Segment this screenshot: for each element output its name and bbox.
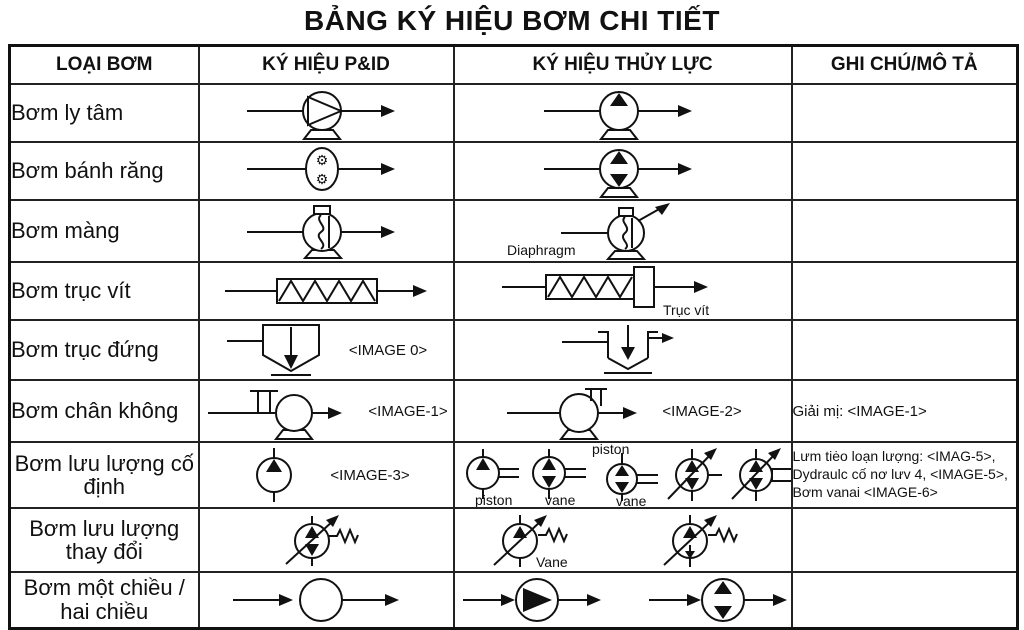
vacuum-pump-pid-symbol bbox=[208, 390, 343, 440]
row-variable-displacement-pump: Bơm lưu lượng thay đổi Vane bbox=[8, 507, 1019, 573]
centrifugal-pump-hydraulic-symbol bbox=[543, 91, 692, 140]
row-centrifugal-pump: Bơm ly tâm bbox=[8, 83, 1019, 143]
pump-type-label: Bơm trục vít bbox=[8, 261, 200, 321]
header-row: LOẠI BƠM KÝ HIỆU P&ID KÝ HIỆU THỦY LỰC G… bbox=[8, 44, 1019, 85]
notes-cell bbox=[790, 199, 1019, 263]
row-fixed-displacement-pump: Bơm lưu lượng cố định <IMAGE-3> piston bbox=[8, 441, 1019, 509]
notes-cell bbox=[790, 319, 1019, 381]
variable-piston-pump-symbol bbox=[662, 515, 738, 567]
variable-vane-pump-symbol: Vane bbox=[492, 515, 568, 570]
vane-label: Vane bbox=[536, 554, 568, 570]
notes-line: Dydraulc cố nơ lưv 4, <IMAGE-5>, bbox=[792, 466, 1008, 483]
fixed-displacement-pump-pid-symbol bbox=[256, 448, 293, 502]
row-vacuum-pump: Bơm chân không <IMAGE-1> <IMAGE-2> Gi bbox=[8, 379, 1019, 443]
image-placeholder: <IMAGE 0> bbox=[348, 341, 428, 359]
header-pid-symbol: KÝ HIỆU P&ID bbox=[197, 44, 455, 85]
pump-type-label: Bơm lưu lượng cố định bbox=[8, 441, 200, 509]
vertical-pump-pid-symbol bbox=[226, 324, 320, 376]
piston-pump-symbol: piston bbox=[465, 449, 520, 507]
gear-icon: ⚙ bbox=[316, 171, 329, 187]
header-notes: GHI CHÚ/MÔ TẢ bbox=[790, 44, 1019, 85]
pump-type-label: Bơm một chiều / hai chiều bbox=[8, 571, 200, 629]
pump-type-label: Bơm bánh răng bbox=[8, 141, 200, 201]
one-way-pump-hydraulic-symbol bbox=[462, 577, 601, 622]
row-screw-pump: Bơm trục vít Trục vít bbox=[8, 261, 1019, 321]
notes-cell bbox=[790, 141, 1019, 201]
notes-cell: Lưm tiėo loạn lượng: <IMAG-5>, Dydraulc … bbox=[790, 441, 1019, 509]
image-placeholder: <IMAGE-3> bbox=[330, 466, 410, 484]
pump-type-label: Bơm lưu lượng thay đổi bbox=[8, 507, 200, 573]
image-placeholder: <IMAGE-1> bbox=[368, 402, 448, 420]
piston-label: piston bbox=[592, 443, 629, 457]
notes-cell bbox=[790, 571, 1019, 629]
diaphragm-pump-pid-symbol bbox=[247, 205, 395, 259]
two-way-pump-hydraulic-symbol bbox=[648, 577, 787, 622]
notes-cell bbox=[790, 83, 1019, 143]
piston-label: piston bbox=[475, 492, 512, 507]
row-vertical-pump: Bơm trục đứng <IMAGE 0> bbox=[8, 319, 1019, 381]
vane-pump-symbol: vane bbox=[532, 449, 587, 507]
variable-displacement-pump-pid-symbol bbox=[285, 515, 359, 566]
pump-type-label: Bơm chân không bbox=[8, 379, 200, 443]
one-way-pump-pid-symbol bbox=[233, 577, 399, 622]
notes-cell bbox=[790, 507, 1019, 573]
gear-icon: ⚙ bbox=[316, 152, 329, 168]
diaphragm-pump-hydraulic-symbol: Diaphragm bbox=[507, 203, 670, 260]
pump-type-label: Bơm ly tâm bbox=[8, 83, 200, 143]
gear-pump-pid-symbol: ⚙ ⚙ bbox=[247, 147, 395, 191]
diaphragm-label: Diaphragm bbox=[507, 242, 575, 258]
notes-cell bbox=[790, 261, 1019, 321]
centrifugal-pump-pid-symbol bbox=[247, 91, 395, 140]
image-placeholder: <IMAGE-2> bbox=[662, 402, 742, 420]
vane-label: vane bbox=[616, 493, 647, 507]
piston-vane-pump-symbol: piston vane bbox=[592, 443, 659, 507]
pump-symbol-table: LOẠI BƠM KÝ HIỆU P&ID KÝ HIỆU THỦY LỰC G… bbox=[8, 44, 1019, 630]
notes-line: Bơm vanai <IMAGE-6> bbox=[792, 483, 938, 500]
vane-label: vane bbox=[545, 492, 576, 507]
notes-cell: Giải mị: <IMAGE-1> bbox=[790, 379, 1019, 443]
header-hydraulic-symbol: KÝ HIỆU THỦY LỰC bbox=[452, 44, 793, 85]
screw-label: Trục vít bbox=[663, 302, 709, 318]
header-pump-type: LOẠI BƠM bbox=[8, 44, 200, 85]
screw-pump-hydraulic-symbol: Trục vít bbox=[501, 266, 709, 318]
row-one-way-two-way-pump: Bơm một chiều / hai chiều bbox=[8, 571, 1019, 629]
notes-line: Lưm tiėo loạn lượng: <IMAG-5>, bbox=[792, 448, 996, 465]
row-gear-pump: Bơm bánh răng ⚙ ⚙ bbox=[8, 141, 1019, 201]
screw-pump-pid-symbol bbox=[225, 278, 427, 304]
row-diaphragm-pump: Bơm màng Diaphragm bbox=[8, 199, 1019, 263]
variable-pump-symbol bbox=[667, 448, 722, 501]
vacuum-pump-hydraulic-symbol bbox=[507, 388, 638, 440]
pump-type-label: Bơm trục đứng bbox=[8, 319, 200, 381]
pump-type-label: Bơm màng bbox=[8, 199, 200, 263]
page-title: BẢNG KÝ HIỆU BƠM CHI TIẾT bbox=[304, 5, 720, 36]
gear-pump-hydraulic-symbol bbox=[543, 149, 692, 198]
vertical-pump-hydraulic-symbol bbox=[561, 325, 674, 374]
variable-pump-box-symbol bbox=[731, 448, 791, 501]
